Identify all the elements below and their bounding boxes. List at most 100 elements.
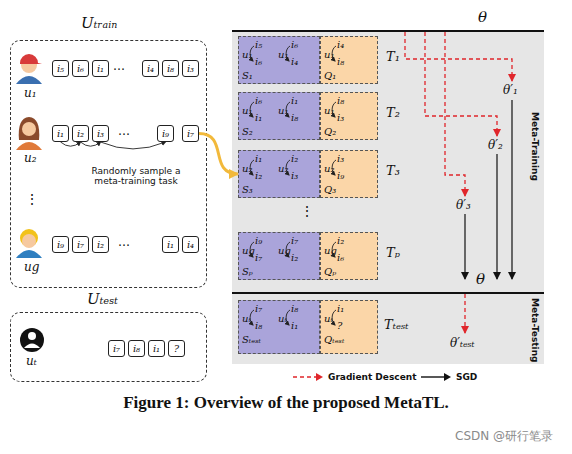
item-box: i₄	[142, 60, 159, 77]
transition-token: i₃	[337, 113, 344, 123]
avatar-body	[16, 142, 42, 150]
user-name: ug	[24, 261, 39, 273]
transition-token: u₁	[278, 50, 288, 60]
transition-token: i₆	[291, 40, 298, 50]
legend-swatch	[420, 372, 452, 382]
transition-token: ug	[278, 246, 291, 256]
item-id: i₁	[57, 129, 64, 139]
legend-line	[421, 376, 445, 377]
transition-token: i₁	[255, 154, 262, 164]
transition-token: i₈	[291, 113, 298, 123]
item-id: i₃	[187, 64, 194, 74]
item-box: i₈	[128, 340, 145, 357]
item-id: ?	[174, 344, 179, 354]
item-id: i₇	[113, 344, 120, 354]
set-name: Qₚ	[324, 267, 336, 277]
user-avatar	[16, 117, 42, 150]
item-box: i₉	[157, 125, 174, 142]
ellipsis: …	[118, 125, 130, 137]
item-box: i₇	[182, 125, 199, 142]
legend-arrowhead	[316, 373, 323, 381]
transition-token: u₁	[242, 50, 252, 60]
transition-token: i₇	[291, 236, 298, 246]
item-id: i₂	[97, 240, 104, 250]
item-box: i₁	[162, 236, 179, 253]
transition-token: i₈	[291, 304, 298, 314]
item-id: i₇	[77, 240, 84, 250]
sequence-arrow	[81, 142, 101, 146]
item-id: i₉	[57, 240, 64, 250]
user-name: uₜ	[26, 355, 37, 367]
ellipsis: …	[113, 60, 125, 72]
item-box: i₇	[108, 340, 125, 357]
transition-token: u₁	[324, 106, 334, 116]
transition-token: i₁	[337, 304, 344, 314]
stage-label: Meta-Testing	[530, 298, 539, 363]
vertical-ellipsis: ⋮	[25, 192, 39, 206]
item-box: i₁	[148, 340, 165, 357]
set-name: Qₜₑₛₜ	[324, 335, 344, 345]
item-box: i₃	[92, 125, 109, 142]
user-pool-box: Uₜₑₛₜi₇i₈i₁?	[10, 312, 207, 382]
task-name: Tₜₑₛₜ	[384, 318, 409, 331]
item-id: i₂	[77, 129, 84, 139]
vertical-ellipsis: ⋮	[300, 204, 314, 218]
support-set-box: uₜi₇i₈uₜi₈i₁Sₜₑₛₜ	[238, 300, 320, 354]
transition-token: i₂	[291, 253, 298, 263]
support-set-box: u₁i₆i₁u₁i₁i₈S₂	[238, 92, 320, 140]
ellipsis: …	[118, 236, 130, 248]
item-id: i₅	[57, 64, 64, 74]
parameter-symbol: θ	[478, 10, 487, 25]
task-name: T₂	[386, 106, 400, 119]
query-set-box: u₁i₄i₈Q₁	[320, 36, 378, 84]
transition-token: i₂	[255, 171, 262, 181]
query-set-box: ugi₂i₆Qₚ	[320, 232, 378, 280]
adapted-parameter: θ′₂	[488, 139, 503, 151]
set-name: Q₃	[324, 185, 336, 195]
avatar-face	[22, 234, 36, 248]
set-name: Q₂	[324, 127, 336, 137]
task-name: T₁	[386, 50, 400, 63]
transition-token: i₁	[291, 96, 298, 106]
user-name: u₁	[24, 87, 37, 99]
item-box: i₆	[72, 60, 89, 77]
set-name: Sₜₑₛₜ	[242, 335, 261, 345]
support-set-box: u₂i₁i₂u₂i₂i₃S₃	[238, 150, 320, 198]
item-box: i₄	[182, 236, 199, 253]
transition-token: i₆	[337, 253, 344, 263]
icon-head	[28, 332, 36, 340]
sampling-note: Randomly sample a meta-training task	[80, 166, 192, 187]
transition-token: i₂	[291, 154, 298, 164]
adapted-parameter: θ′₁	[503, 84, 518, 96]
item-box: i₅	[52, 60, 69, 77]
item-id: i₁	[97, 64, 104, 74]
legend-swatch	[292, 372, 324, 382]
user-avatar	[16, 229, 42, 258]
avatar-body	[16, 76, 42, 84]
sequence-arrow	[101, 142, 166, 149]
item-id: i₃	[97, 129, 104, 139]
item-id: i₆	[77, 64, 84, 74]
transition-token: i₉	[337, 171, 344, 181]
watermark: CSDN @研行笔录	[455, 430, 553, 442]
item-box: i₁	[92, 60, 109, 77]
stage-label: Meta-Training	[530, 112, 539, 181]
item-id: i₄	[187, 240, 194, 250]
adapted-parameter: θ′₃	[456, 199, 471, 211]
set-name: S₁	[242, 71, 253, 81]
test-user-icon	[20, 328, 44, 352]
item-box: i₂	[72, 125, 89, 142]
icon-body	[24, 344, 40, 349]
avatar-face	[21, 57, 37, 73]
transition-token: u₂	[278, 164, 288, 174]
set-name: Q₁	[324, 71, 336, 81]
avatar-hair	[19, 117, 40, 140]
transition-token: u₁	[242, 106, 252, 116]
transition-token: i₁	[291, 321, 298, 331]
transition-token: uₜ	[242, 314, 251, 324]
sequence-arrow	[61, 142, 81, 146]
transition-token: i₈	[337, 57, 344, 67]
item-box: i₉	[52, 236, 69, 253]
user-name: u₂	[24, 152, 37, 164]
